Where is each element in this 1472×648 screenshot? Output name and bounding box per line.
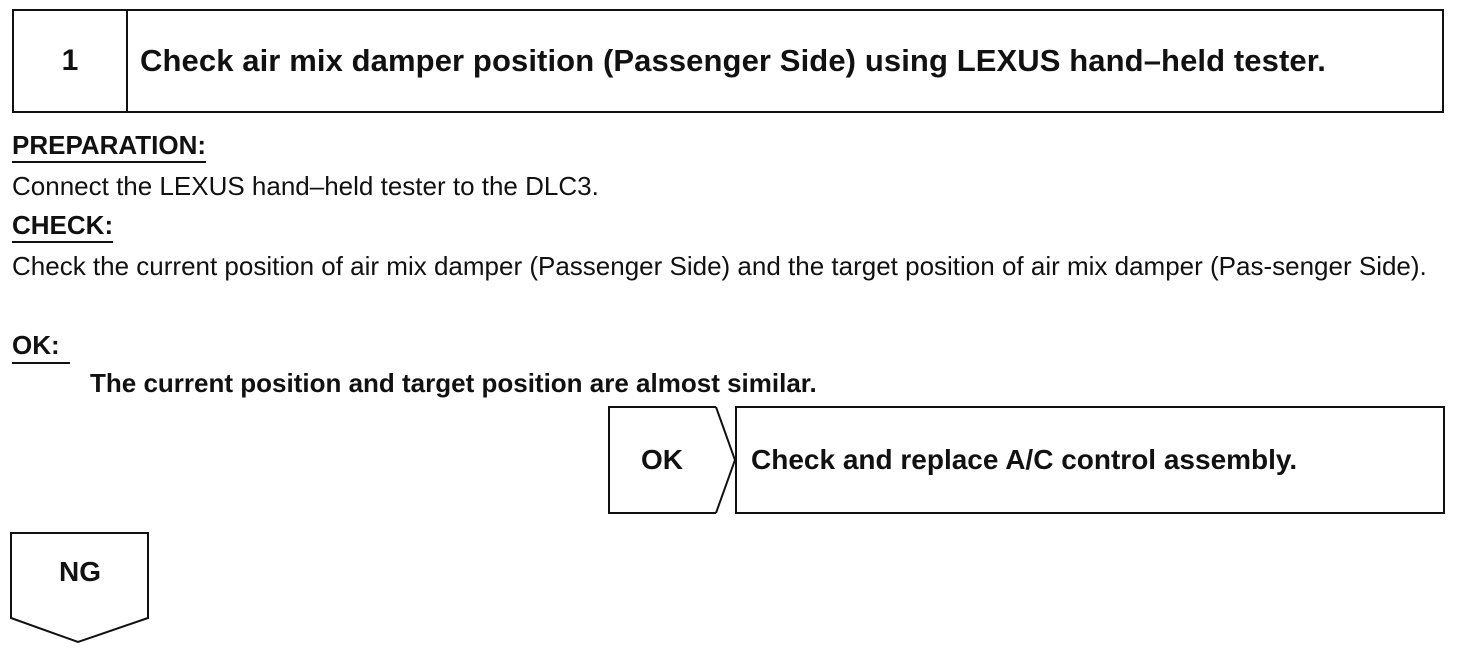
ok-tag-label: OK	[641, 444, 683, 475]
check-text: Check the current position of air mix da…	[12, 251, 1427, 281]
preparation-heading: PREPARATION:	[12, 130, 207, 163]
ok-heading-underline	[12, 362, 70, 364]
preparation-text: Connect the LEXUS hand–held tester to th…	[12, 171, 599, 201]
step-number: 1	[14, 11, 128, 111]
ng-result-tag: NG	[10, 532, 150, 644]
ok-criteria-text: The current position and target position…	[90, 368, 817, 398]
ok-result-tag: OK	[608, 406, 736, 514]
step-title: Check air mix damper position (Passenger…	[140, 43, 1326, 78]
check-heading: CHECK:	[12, 210, 114, 243]
ng-tag-label: NG	[59, 556, 101, 587]
ok-action-box: Check and replace A/C control assembly.	[735, 406, 1445, 514]
ok-heading: OK:	[12, 330, 60, 360]
step-header-box: 1 Check air mix damper position (Passeng…	[12, 9, 1444, 113]
ng-tag-shape	[10, 532, 149, 644]
